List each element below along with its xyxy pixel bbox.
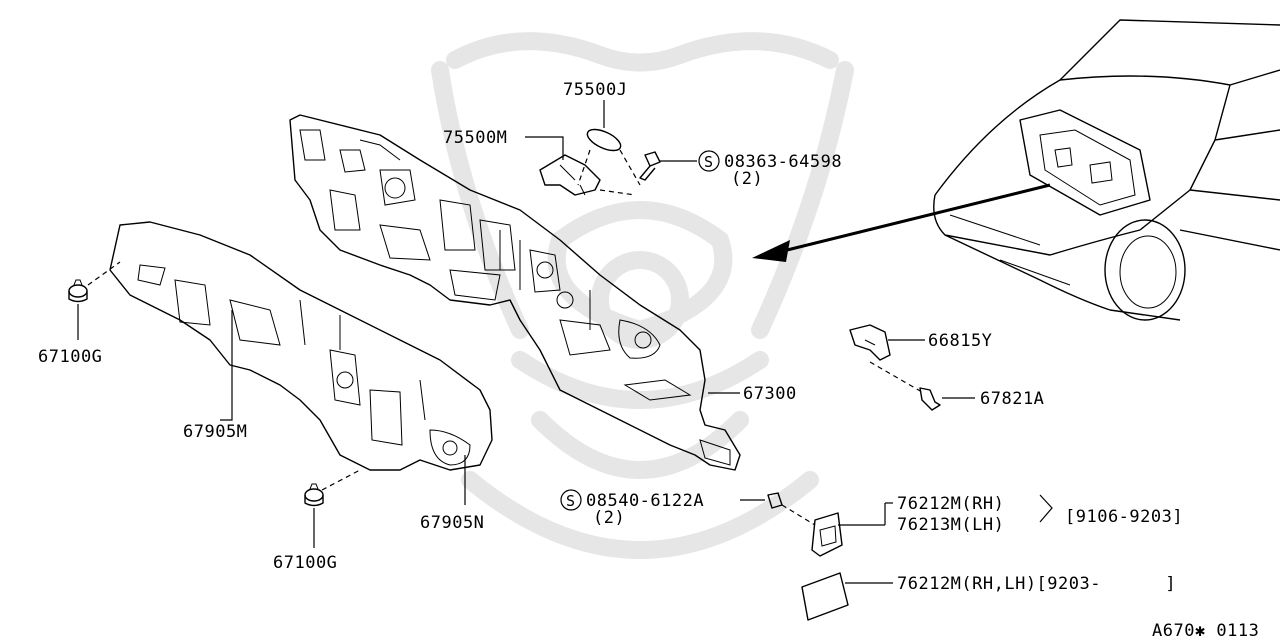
label-75500m: 75500M [443,128,507,148]
label-67100g-top: 67100G [38,347,102,367]
label-08363-qty: (2) [731,169,763,189]
label-date-range-9106-9203: [9106-9203] [1065,507,1183,527]
dash-panel-67300 [289,114,741,471]
label-08540-6122a: 08540-6122A [586,491,704,511]
bracket-66815y [849,324,891,361]
screw-symbol-circle-1 [698,150,720,172]
label-67905n: 67905N [420,513,484,533]
label-76212m-rh: 76212M(RH) [897,494,1004,514]
label-08540-qty: (2) [593,508,625,528]
label-67100g-bottom: 67100G [273,553,337,573]
cover-76212m [811,512,843,557]
label-67300: 67300 [743,384,797,404]
label-08363-64598: 08363-64598 [724,152,842,172]
clip-67100g-bottom [304,483,324,507]
bracket-75500m [539,154,601,196]
leader-lines [77,100,1053,584]
grommet-75500j [586,128,622,152]
label-67821a: 67821A [980,389,1044,409]
label-75500j: 75500J [563,80,627,100]
diagram-code: A670✱ 0113 [1152,621,1259,638]
direction-arrow [752,183,1051,262]
watermark-logo [431,32,854,559]
insulator-67905 [109,221,493,471]
screw-symbol-1: S [704,153,714,171]
screw-symbol-2: S [566,492,576,510]
seal-76212m-rhlh [801,572,849,621]
clip-67100g-top [68,279,88,303]
callout-labels: 75500J 75500M S 08363-64598 (2) 67100G 6… [38,80,1259,638]
label-76212m-rhlh: 76212M(RH,LH)[9203- ] [897,574,1176,594]
screw-symbol-circle-2 [560,489,582,511]
bolt-67821a [919,387,941,411]
bolt-08363 [639,151,661,181]
vehicle-illustration [933,19,1280,321]
label-76213m-lh: 76213M(LH) [897,515,1004,535]
label-67905m: 67905M [183,422,247,442]
label-66815y: 66815Y [928,331,992,351]
